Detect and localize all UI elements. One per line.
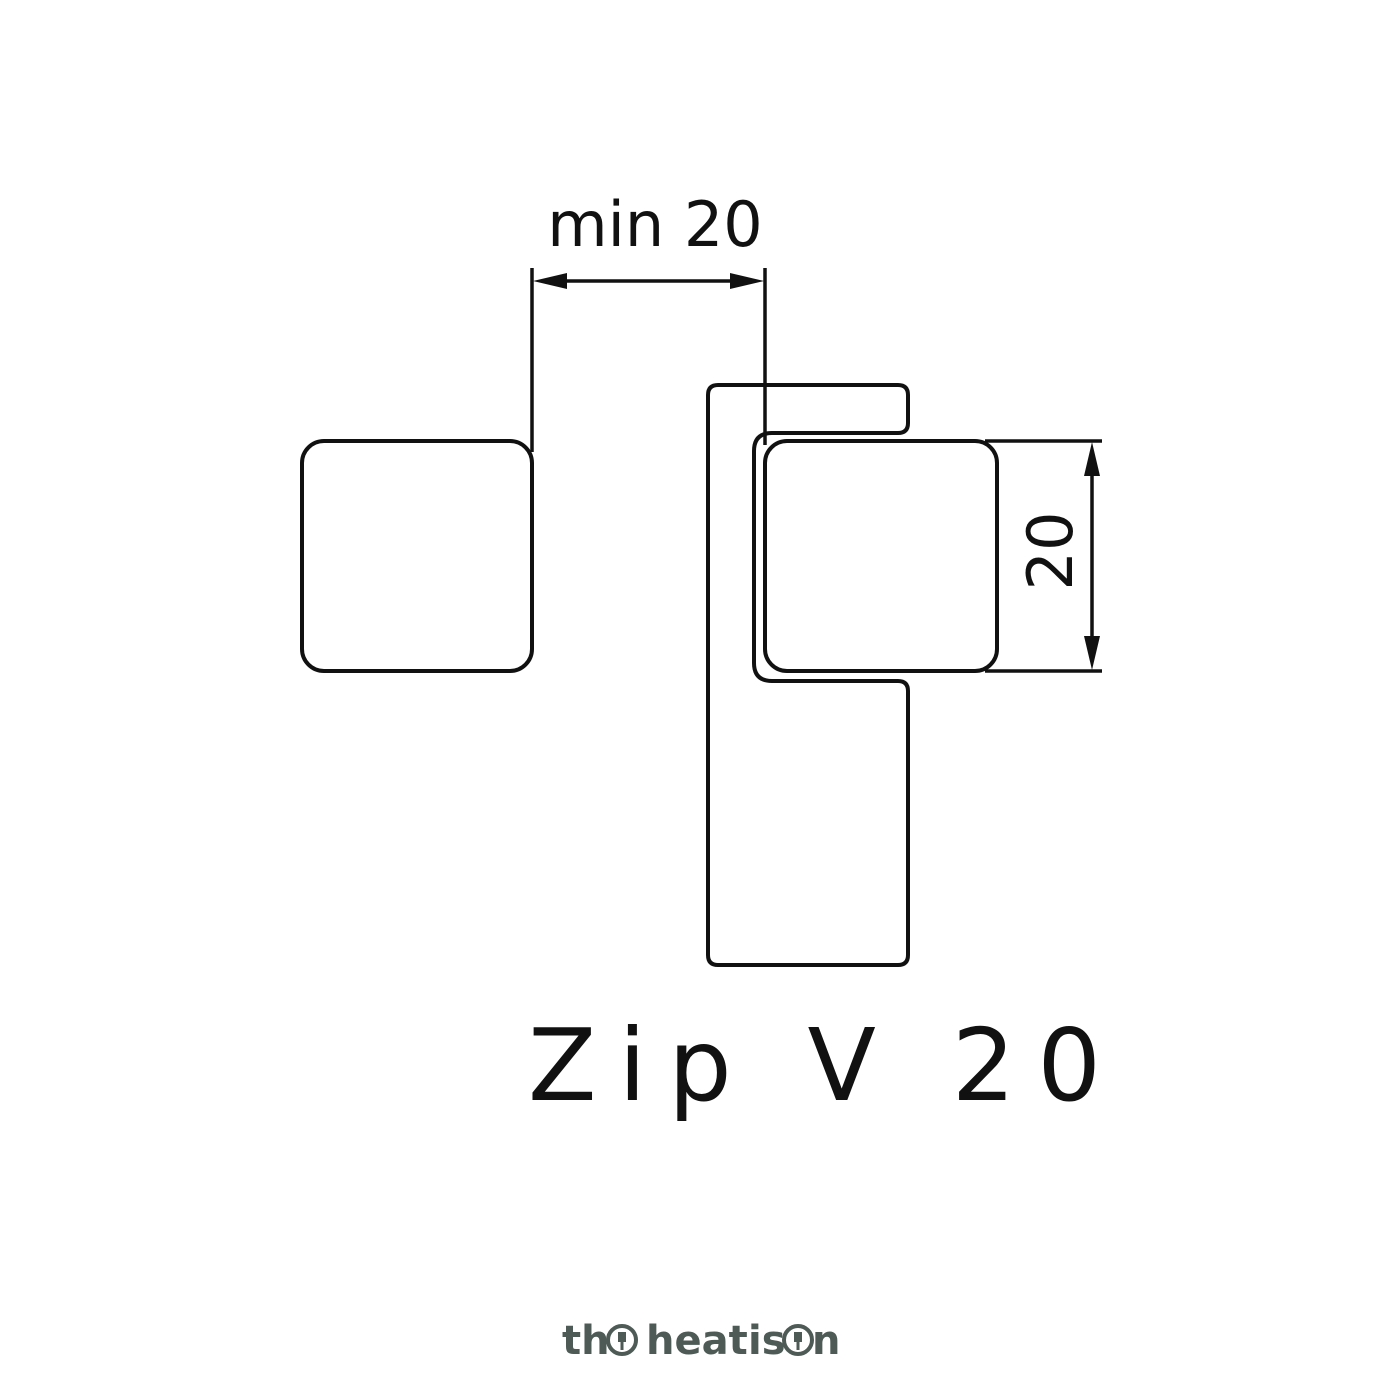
plug-icon: [606, 1324, 638, 1356]
height-dimension: 20: [985, 439, 1102, 673]
brand-word-on-end: n: [812, 1318, 840, 1364]
brand-word-is: is: [748, 1318, 786, 1364]
left-bar-section: [300, 439, 534, 673]
model-label: Zip V 20: [528, 1007, 1123, 1124]
hook-profile: [706, 383, 910, 967]
height-dimension-label: 20: [1014, 512, 1087, 591]
height-arrow-bottom: [1084, 636, 1100, 670]
brand-word-heat: heat: [646, 1318, 748, 1364]
brand-word-the-start: th: [562, 1318, 610, 1364]
width-dimension-label: min 20: [547, 188, 763, 261]
plug-icon: [782, 1324, 814, 1356]
height-arrow-top: [1084, 442, 1100, 476]
right-bar-section: [763, 439, 999, 673]
width-arrow-right: [730, 273, 764, 289]
brand-logo: th heat is n: [562, 1318, 840, 1364]
width-arrow-left: [533, 273, 567, 289]
width-dimension: min 20: [530, 188, 767, 452]
